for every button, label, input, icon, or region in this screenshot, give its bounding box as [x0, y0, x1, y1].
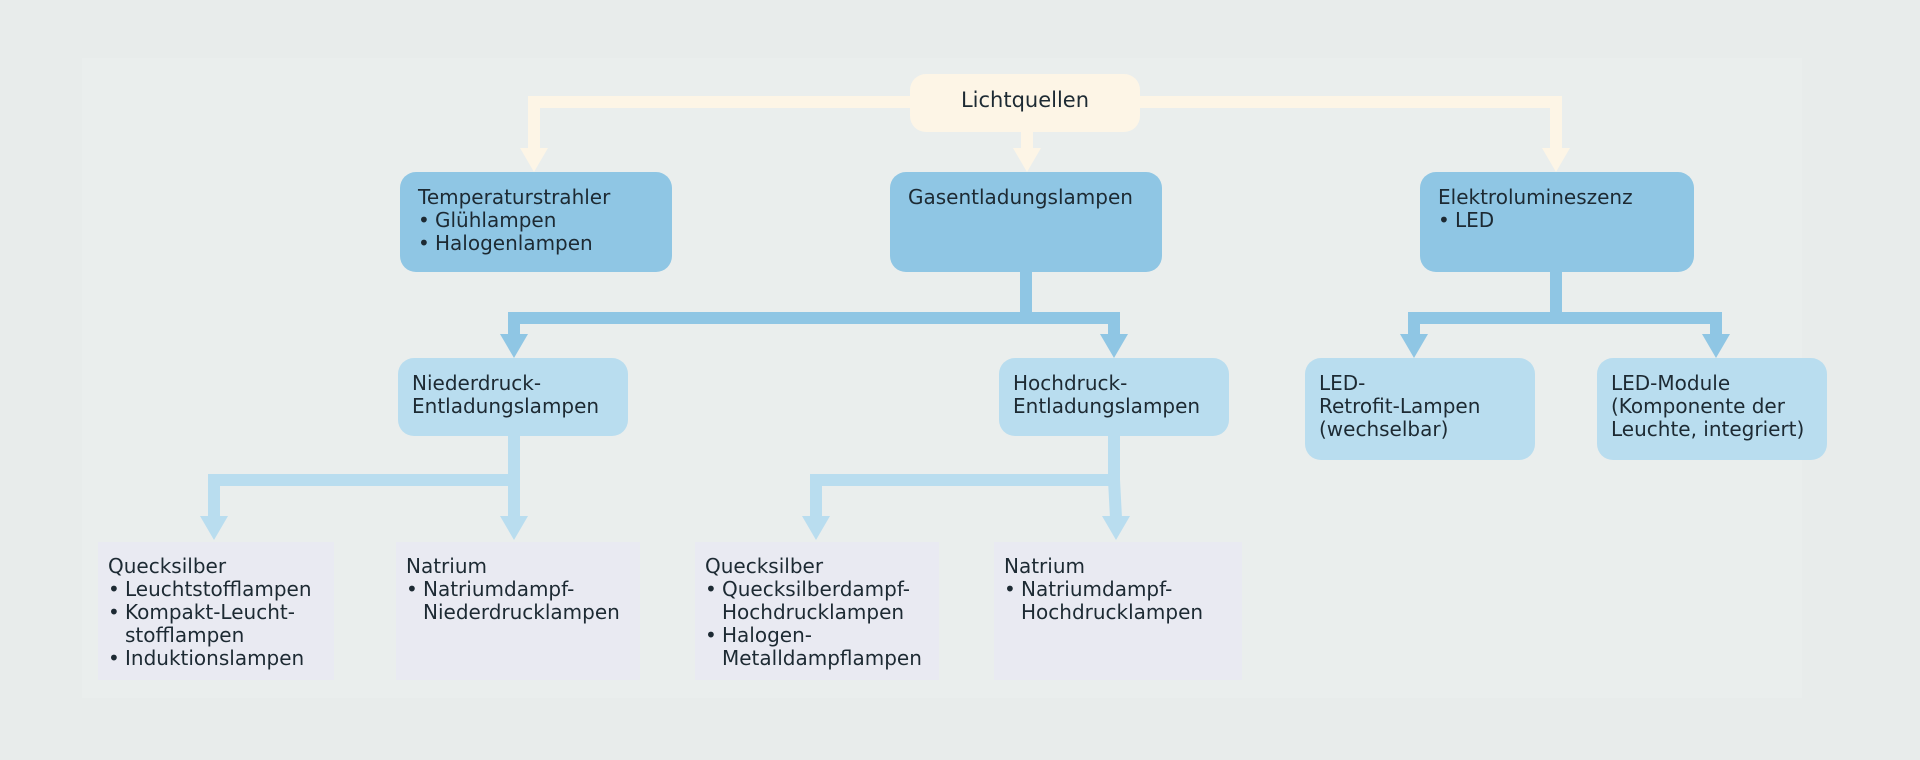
node-title: Temperaturstrahler: [418, 185, 611, 209]
arrowhead-gas: [1013, 148, 1041, 172]
connector-gas-niederdruck: [508, 312, 1026, 336]
list-item: Halogenlampen: [418, 232, 654, 256]
node-item-list: Glühlampen Halogenlampen: [418, 209, 654, 256]
level2-arrowheads: [200, 516, 1130, 540]
root-connectors: [528, 96, 1562, 150]
arrowhead-hochdruck: [1100, 334, 1128, 358]
node-title: Gasentladungslampen: [908, 185, 1133, 209]
node-title: Elektrolumineszenz: [1438, 185, 1633, 209]
node-nd-natrium: Natrium Natriumdampf- Niederdrucklampen: [396, 542, 640, 680]
arrowhead-elektro: [1542, 148, 1570, 172]
connector-elektro-module: [1556, 312, 1722, 336]
node-item-list: LED: [1438, 209, 1676, 233]
connector-root-elektro: [1138, 96, 1562, 150]
list-item: Halogen- Metalldampflampen: [705, 624, 929, 670]
node-led-module: LED-Module (Komponente der Leuchte, inte…: [1597, 358, 1827, 460]
connector-hd-natrium: [1108, 479, 1122, 519]
node-title: Quecksilber: [108, 554, 227, 578]
arrowhead-retrofit: [1400, 334, 1428, 358]
arrowhead-hd-natrium: [1102, 516, 1130, 540]
arrowhead-nd-natrium: [500, 516, 528, 540]
connector-hd-quecksilber: [810, 474, 1114, 518]
node-title: Natrium: [406, 554, 487, 578]
node-title: Quecksilber: [705, 554, 824, 578]
node-niederdruck-entladungslampen: Niederdruck- Entladungslampen: [398, 358, 628, 436]
arrowhead-temperatur: [520, 148, 548, 172]
node-item-list: Quecksilberdampf- Hochdrucklampen Haloge…: [705, 578, 929, 670]
node-lichtquellen: Lichtquellen: [910, 74, 1140, 132]
node-title: Natrium: [1004, 554, 1085, 578]
level1-arrowheads: [500, 334, 1730, 358]
list-item: Quecksilberdampf- Hochdrucklampen: [705, 578, 929, 624]
list-item: Induktionslampen: [108, 647, 324, 671]
node-label: Lichtquellen: [960, 88, 1090, 112]
list-item: Glühlampen: [418, 209, 654, 233]
list-item: LED: [1438, 209, 1676, 233]
node-item-list: Natriumdampf- Hochdrucklampen: [1004, 578, 1232, 624]
node-elektrolumineszenz: Elektrolumineszenz LED: [1420, 172, 1694, 272]
arrowhead-hd-quecksilber: [802, 516, 830, 540]
level1-connectors: [508, 270, 1722, 336]
list-item: Leuchtstofflampen: [108, 578, 324, 602]
connector-elektro-retrofit: [1408, 312, 1556, 336]
level2-connectors: [208, 434, 1122, 519]
root-arrowheads: [520, 148, 1570, 172]
node-title: LED- Retrofit-Lampen (wechselbar): [1319, 371, 1481, 441]
node-gasentladungslampen: Gasentladungslampen: [890, 172, 1162, 272]
node-led-retrofit-lampen: LED- Retrofit-Lampen (wechselbar): [1305, 358, 1535, 460]
list-item: Natriumdampf- Hochdrucklampen: [1004, 578, 1232, 624]
node-hd-natrium: Natrium Natriumdampf- Hochdrucklampen: [994, 542, 1242, 680]
node-item-list: Leuchtstofflampen Kompakt-Leucht- stoffl…: [108, 578, 324, 671]
node-temperaturstrahler: Temperaturstrahler Glühlampen Halogenlam…: [400, 172, 672, 272]
arrowhead-niederdruck: [500, 334, 528, 358]
list-item: Kompakt-Leucht- stofflampen: [108, 601, 324, 647]
node-hochdruck-entladungslampen: Hochdruck- Entladungslampen: [999, 358, 1229, 436]
node-title: Hochdruck- Entladungslampen: [1013, 371, 1201, 418]
node-item-list: Natriumdampf- Niederdrucklampen: [406, 578, 630, 624]
node-hd-quecksilber: Quecksilber Quecksilberdampf- Hochdruckl…: [695, 542, 939, 680]
list-item: Natriumdampf- Niederdrucklampen: [406, 578, 630, 624]
arrowhead-nd-quecksilber: [200, 516, 228, 540]
arrowhead-module: [1702, 334, 1730, 358]
connector-nd-quecksilber: [208, 474, 514, 518]
node-title: LED-Module (Komponente der Leuchte, inte…: [1611, 371, 1805, 441]
connector-gas-hochdruck: [1026, 312, 1120, 336]
node-title: Niederdruck- Entladungslampen: [412, 371, 600, 418]
connector-root-temperatur: [528, 96, 912, 150]
node-nd-quecksilber: Quecksilber Leuchtstofflampen Kompakt-Le…: [98, 542, 334, 680]
